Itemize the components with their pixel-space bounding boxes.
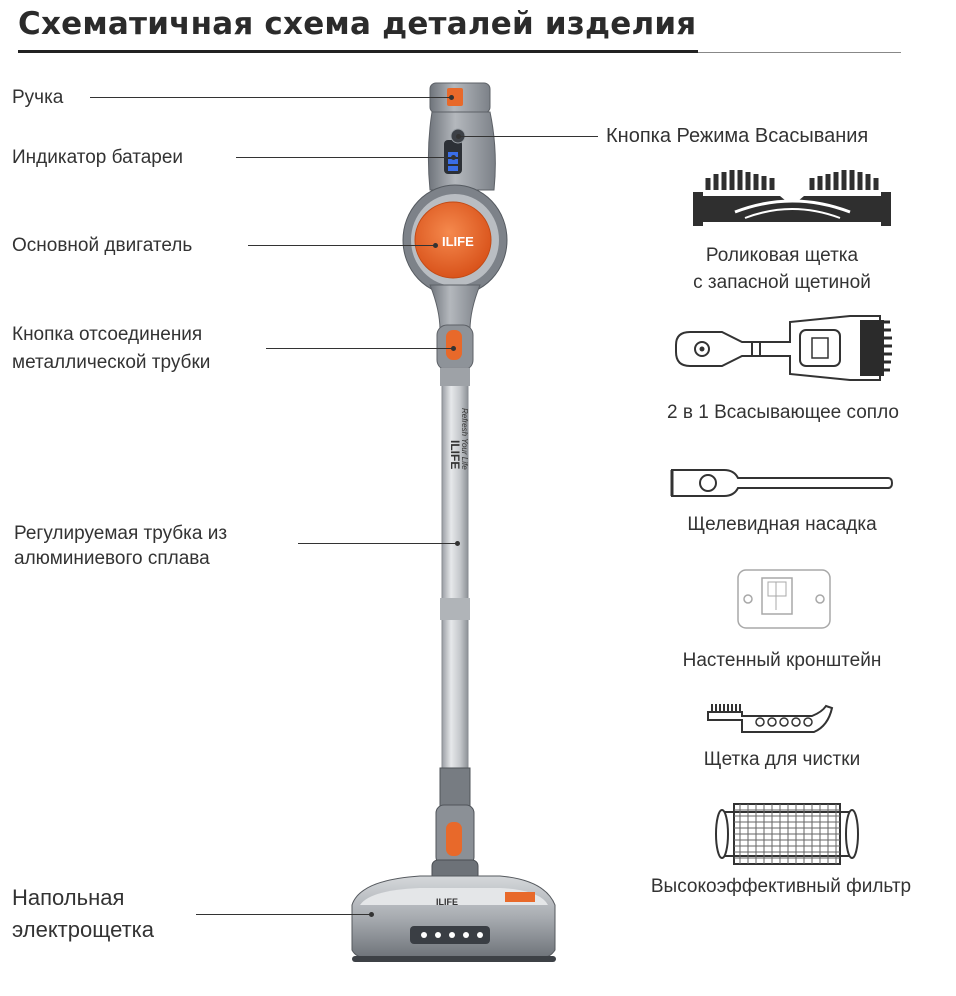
leader-release-button	[266, 346, 456, 351]
label-main-motor: Основной двигатель	[12, 235, 193, 256]
hepa-filter-image	[715, 803, 859, 865]
brand-logo-tube: ILIFE	[448, 440, 462, 469]
tube-release-button	[446, 330, 462, 360]
caption-crevice-tool: Щелевидная насадка	[687, 514, 877, 535]
caption-cleaning-brush: Щетка для чистки	[703, 749, 861, 770]
title-underline	[18, 50, 698, 53]
nozzle-2in1-image	[675, 315, 892, 381]
label-tube-line1: Регулируемая трубка из	[14, 523, 228, 544]
leader-tube	[298, 541, 460, 546]
cleaning-brush-image	[707, 704, 834, 733]
crevice-tool-image	[670, 469, 894, 497]
label-tube-line2: алюминиевого сплава	[14, 548, 210, 569]
roller-brush-image	[693, 170, 891, 226]
aluminum-tube	[441, 367, 469, 769]
leader-suction-mode	[456, 134, 598, 139]
label-floor-brush-line1: Напольная	[12, 885, 125, 910]
label-suction-mode-button: Кнопка Режима Всасывания	[606, 125, 869, 147]
leader-floor-brush	[196, 912, 374, 917]
caption-roller-brush-line1: Роликовая щетка	[705, 245, 859, 266]
label-battery-indicator: Индикатор батареи	[12, 147, 184, 168]
main-motor: ILIFE	[402, 184, 508, 296]
caption-hepa-filter: Высокоэффективный фильтр	[650, 876, 912, 897]
caption-wall-mount: Настенный кронштейн	[682, 650, 882, 671]
brand-logo-motor: ILIFE	[442, 234, 474, 249]
leader-handle	[90, 95, 454, 100]
label-floor-brush-line2: электрощетка	[12, 917, 155, 942]
label-release-button-line2: металлической трубки	[12, 352, 211, 373]
label-release-button-line1: Кнопка отсоединения	[12, 324, 203, 345]
floor-brush-head: ILIFE	[351, 875, 556, 962]
leader-main-motor	[248, 243, 438, 248]
caption-roller-brush-line2: с запасной щетиной	[693, 272, 871, 293]
label-handle: Ручка	[12, 87, 64, 108]
brand-logo-head: ILIFE	[436, 897, 458, 907]
wall-mount-image	[737, 569, 831, 629]
leader-battery-indicator	[236, 155, 456, 160]
caption-roller-brush: Роликовая щетка с запасной щетиной	[640, 242, 924, 296]
caption-nozzle-2in1: 2 в 1 Всасывающее сопло	[667, 402, 899, 423]
page-title: Схематичная схема деталей изделия	[18, 6, 697, 42]
handle	[429, 82, 491, 114]
brand-tagline-tube: Refresh Your Life	[460, 408, 469, 470]
